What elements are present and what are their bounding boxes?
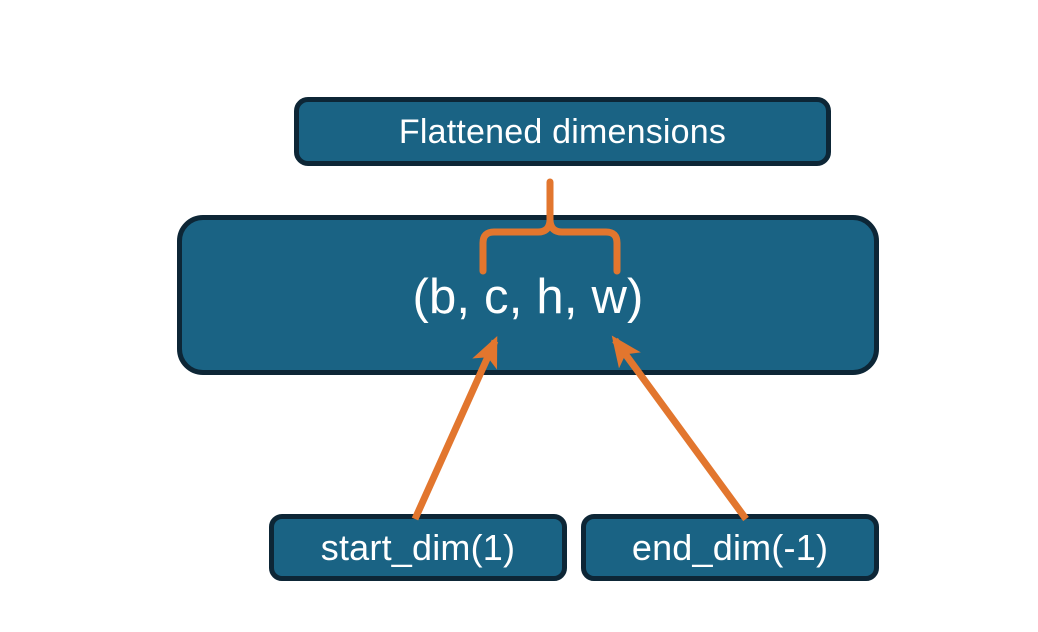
flattened-dimensions-label: Flattened dimensions	[398, 112, 727, 151]
end-dim-label: end_dim(-1)	[631, 526, 829, 568]
tensor-shape-label: (b, c, h, w)	[412, 269, 644, 324]
end-dim-box: end_dim(-1)	[581, 514, 879, 581]
start-dim-box: start_dim(1)	[269, 514, 567, 581]
start-dim-label: start_dim(1)	[320, 526, 516, 568]
tensor-shape-box: (b, c, h, w)	[177, 215, 879, 375]
flattened-dimensions-box: Flattened dimensions	[294, 97, 831, 166]
